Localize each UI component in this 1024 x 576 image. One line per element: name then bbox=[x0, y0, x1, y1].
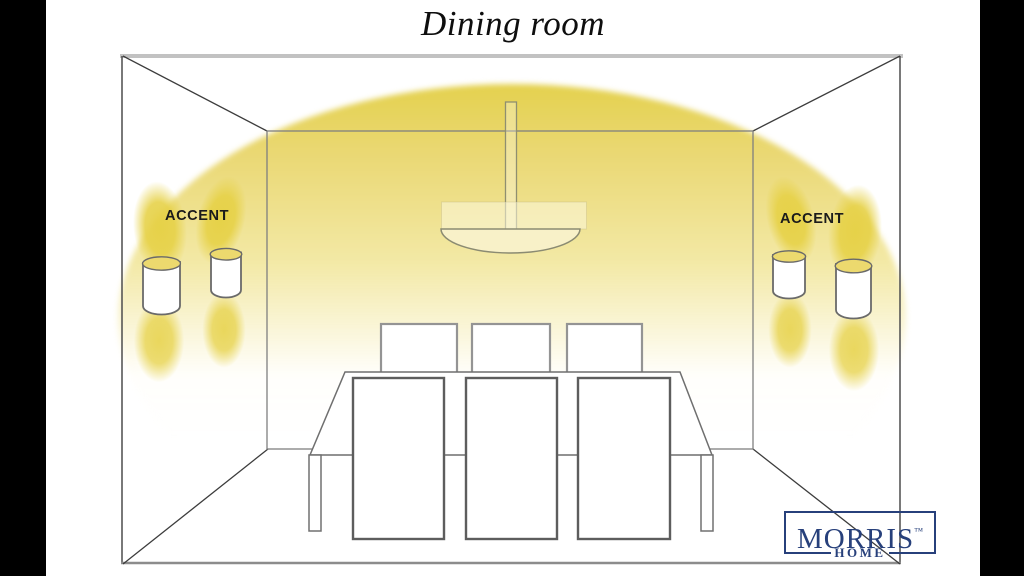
pendant-glow-box bbox=[441, 201, 587, 230]
logo-brand-text: MORRIS™ bbox=[796, 523, 924, 555]
logo-subtitle-row: HOME bbox=[784, 545, 937, 561]
wall-sconce-outer-right bbox=[835, 262, 872, 320]
accent-label-left: ACCENT bbox=[164, 207, 230, 224]
pendant-light bbox=[440, 101, 587, 254]
chair-back bbox=[470, 322, 552, 375]
dining-chair bbox=[351, 376, 446, 541]
letterbox-bar-right bbox=[980, 0, 1024, 576]
page-title: Dining room bbox=[420, 4, 606, 43]
logo-rule-left bbox=[784, 552, 832, 554]
letterbox-bar-left bbox=[0, 0, 46, 576]
wall-sconces bbox=[141, 247, 873, 320]
logo-rule-right bbox=[888, 552, 937, 554]
trademark-symbol: ™ bbox=[914, 526, 924, 536]
pendant-shade bbox=[440, 228, 581, 254]
chair-back bbox=[565, 322, 644, 375]
room-outline bbox=[120, 54, 903, 565]
dining-chair bbox=[576, 376, 672, 541]
logo-subtitle-text: HOME bbox=[834, 545, 886, 560]
wall-sconce-inner-left bbox=[210, 251, 242, 299]
table-leg bbox=[700, 454, 714, 532]
accent-label-right: ACCENT bbox=[779, 210, 845, 227]
morris-home-logo: MORRIS™ HOME bbox=[784, 511, 937, 560]
wall-sconce-outer-left bbox=[142, 261, 181, 316]
dining-set bbox=[308, 322, 714, 541]
dining-chair bbox=[464, 376, 559, 541]
wall-sconce-inner-right bbox=[772, 254, 806, 300]
table-leg bbox=[308, 454, 322, 532]
chair-back bbox=[379, 322, 459, 375]
